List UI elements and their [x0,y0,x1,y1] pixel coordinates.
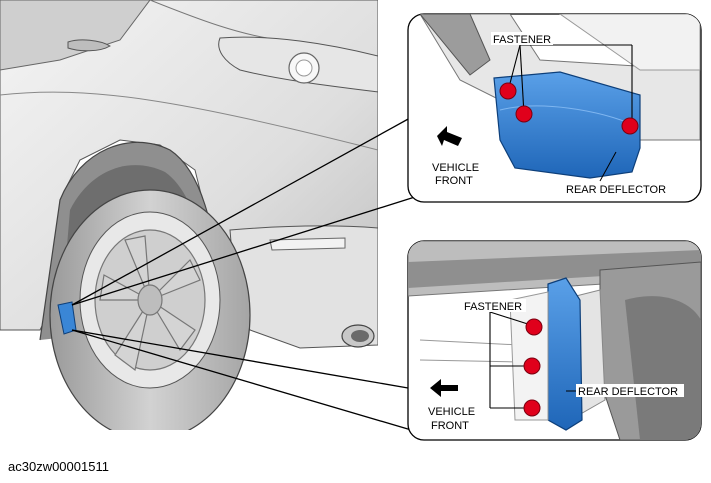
bottom-fastener-1 [525,318,543,336]
bottom-vehicle-front-arrow [430,379,458,397]
top-rear-deflector [493,71,641,179]
bottom-front-label: FRONT [431,420,469,432]
rear-bumper [229,225,378,349]
wheel-rim [94,229,206,372]
top-fastener-label: FASTENER [493,34,551,46]
top-fastener-2 [515,105,533,123]
vehicle-rear-quarter-view [0,0,378,430]
bottom-detail-panel: FASTENER REAR DEFLECTOR VEHICLE FRONT [407,240,702,441]
top-fastener-3 [621,117,639,135]
body-character-line [0,91,378,151]
bumper-reflector [269,237,346,251]
top-detail-panel: FASTENER VEHICLE FRONT REAR DEFLECTOR [407,13,702,203]
bottom-fastener-label: FASTENER [464,301,522,313]
bottom-fastener-3 [523,399,541,417]
top-rear-deflector-label: REAR DEFLECTOR [566,184,666,196]
top-front-label: FRONT [435,175,473,187]
figure-id-caption: ac30zw00001511 [8,459,109,474]
top-fastener-1 [499,82,517,100]
top-vehicle-label: VEHICLE [432,162,479,174]
bottom-vehicle-label: VEHICLE [428,406,475,418]
bottom-fastener-2 [523,357,541,375]
callout-leader-lines [71,117,419,433]
rear-deflector-on-vehicle [57,301,77,335]
bottom-rear-deflector [547,277,583,431]
bottom-rear-deflector-label: REAR DEFLECTOR [578,386,678,398]
top-vehicle-front-arrow [437,126,462,146]
door-handle [67,39,111,52]
